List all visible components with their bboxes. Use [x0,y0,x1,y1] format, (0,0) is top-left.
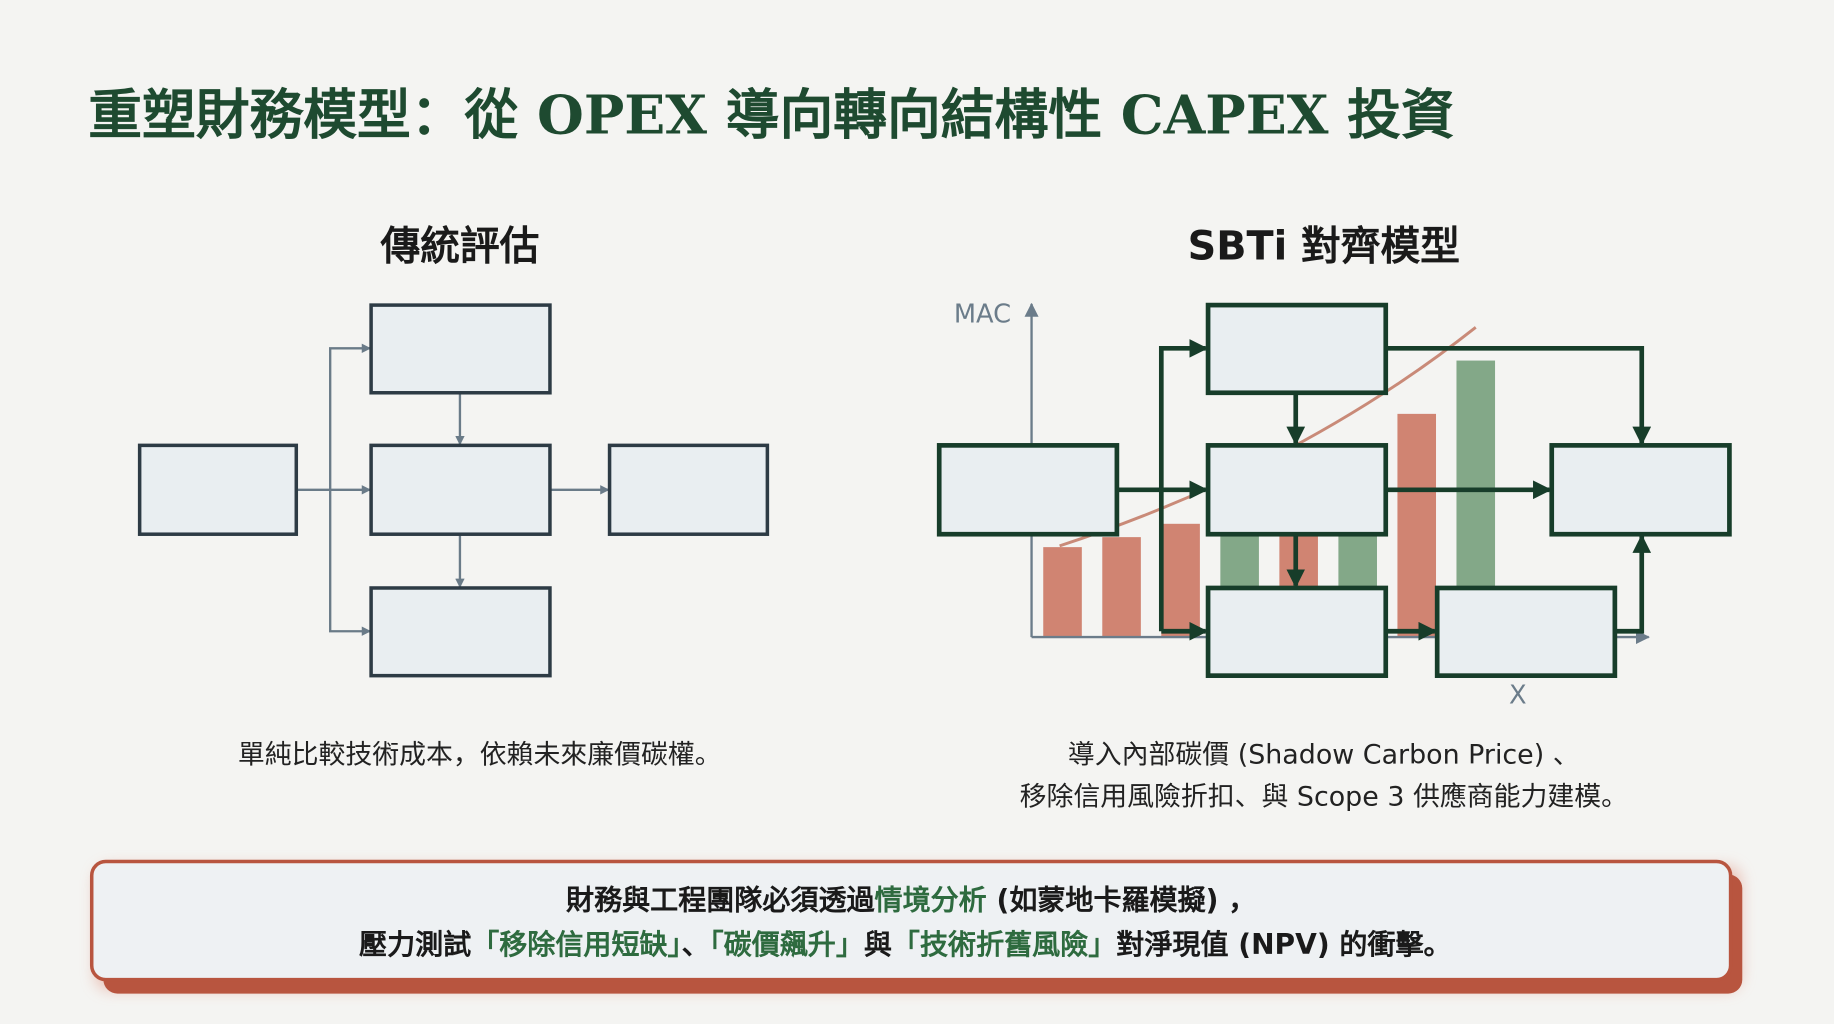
sbti-flow-diagram: MAC X [936,300,1732,711]
diagram-box [607,443,770,536]
mac-bar [1102,537,1141,638]
traditional-flow-diagram [137,303,770,678]
arrow [1385,346,1652,446]
arrow [329,489,372,636]
diagram-box [369,303,552,395]
diagram-box [1205,302,1389,396]
arrow [1158,338,1209,632]
diagram-box [369,586,552,678]
right-heading: SBTi 對齊模型 [1188,224,1460,270]
callout-box: 財務與工程團隊必須透過情境分析 (如蒙地卡羅模擬) ， 壓力測試「移除信用短缺」… [89,859,1743,994]
page-title: 重塑財務模型：從 OPEX 導向轉向結構性 CAPEX 投資 [88,83,1454,146]
arrow [329,343,372,490]
diagram-box [936,443,1120,537]
mac-bar [1043,547,1082,638]
y-axis-label: MAC [954,300,1011,330]
right-caption-line1: 導入內部碳價 (Shadow Carbon Price) 、 [1068,739,1580,770]
diagram-box [1549,443,1732,537]
diagram-box [1434,585,1618,678]
arrow [1614,534,1652,634]
callout-line2: 壓力測試「移除信用短缺」、「碳價飆升」與「技術折舊風險」對淨現值 (NPV) 的… [359,928,1452,961]
left-caption: 單純比較技術成本，依賴未來廉價碳權。 [238,739,722,770]
left-heading: 傳統評估 [379,224,539,270]
x-axis-label: X [1509,681,1527,711]
mac-bar [1161,523,1200,638]
diagram-box [369,443,552,536]
diagram-box [1205,585,1389,678]
mac-bar [1397,413,1437,638]
callout-line1: 財務與工程團隊必須透過情境分析 (如蒙地卡羅模擬) ， [566,883,1256,916]
diagram-box [1205,443,1389,537]
diagram-box [137,443,299,536]
right-caption-line2: 移除信用風險折扣、與 Scope 3 供應商能力建模。 [1020,781,1628,812]
